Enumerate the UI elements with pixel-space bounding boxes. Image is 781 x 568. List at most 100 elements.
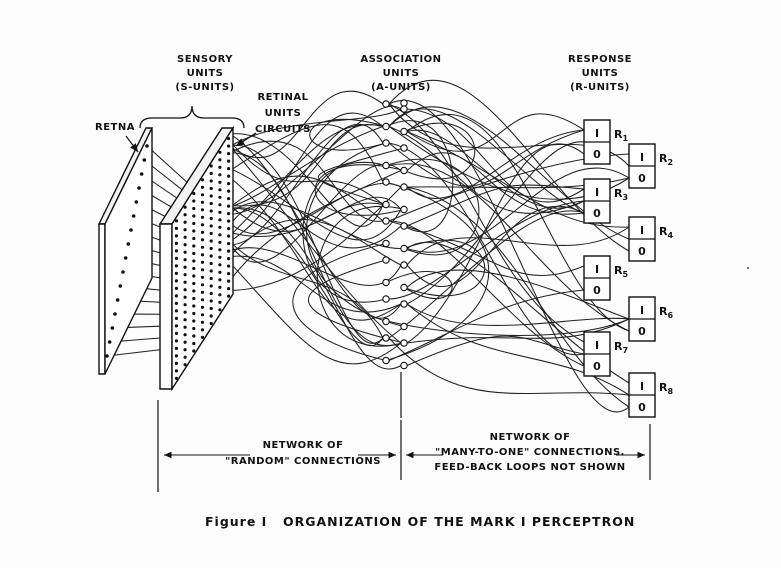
sensory-dot bbox=[209, 239, 213, 243]
sensory-dot bbox=[192, 311, 196, 316]
sensory-dot bbox=[200, 298, 205, 302]
sensory-dot bbox=[227, 264, 231, 268]
response-unit-label: R2 bbox=[659, 152, 673, 167]
response-label-line3: (R-UNITS) bbox=[570, 82, 630, 93]
sensory-dot bbox=[174, 249, 178, 253]
sensory-dot bbox=[183, 363, 187, 367]
sensory-dot bbox=[174, 301, 178, 305]
sensory-dot bbox=[209, 194, 213, 198]
association-node bbox=[382, 217, 390, 225]
retinal-circuits-arrow bbox=[235, 132, 257, 147]
many-to-one-wire bbox=[406, 318, 630, 344]
sensory-dot bbox=[192, 266, 196, 271]
sensory-dot bbox=[200, 185, 205, 189]
retina-dot bbox=[107, 340, 112, 344]
network-random-label: NETWORK OF "RANDOM" CONNECTIONS bbox=[225, 440, 380, 467]
association-node bbox=[382, 178, 390, 186]
sensory-dot bbox=[192, 274, 196, 278]
association-node bbox=[382, 100, 390, 108]
sensory-dot bbox=[174, 271, 178, 275]
sensory-dot bbox=[218, 180, 222, 184]
random-wire bbox=[229, 133, 384, 227]
retinal-label-line1: RETINAL bbox=[257, 92, 308, 103]
sensory-dot bbox=[192, 244, 196, 248]
association-units-label: ASSOCIATION UNITS (A-UNITS) bbox=[360, 54, 441, 93]
random-wire bbox=[229, 201, 402, 250]
random-wire bbox=[229, 255, 402, 313]
sensory-dot bbox=[227, 159, 231, 163]
sensory-dot bbox=[200, 223, 205, 227]
sensory-dot bbox=[218, 300, 222, 304]
sensory-dot bbox=[209, 261, 213, 266]
many-to-one-wire bbox=[406, 186, 630, 408]
sensory-dot bbox=[218, 263, 222, 267]
association-node bbox=[382, 356, 390, 365]
sensory-dot bbox=[209, 284, 213, 288]
sensory-brace bbox=[139, 105, 245, 129]
association-node bbox=[382, 256, 390, 264]
sensory-dot bbox=[183, 213, 187, 217]
arch-wire bbox=[403, 239, 486, 297]
sensory-dot bbox=[227, 257, 231, 261]
association-units-column bbox=[382, 99, 408, 418]
sensory-dot bbox=[174, 331, 178, 335]
arch-wire bbox=[403, 122, 476, 180]
sensory-label-line3: (S-UNITS) bbox=[175, 82, 234, 93]
many-to-one-wire bbox=[388, 318, 630, 336]
response-unit-label: R1 bbox=[614, 128, 628, 143]
sensory-dot bbox=[192, 326, 196, 331]
sensory-dot bbox=[174, 294, 178, 298]
many-to-one-wire bbox=[388, 220, 585, 367]
association-node bbox=[382, 161, 390, 170]
sensory-dot bbox=[209, 179, 213, 183]
sensory-dot bbox=[227, 249, 231, 253]
response-unit-label: R6 bbox=[659, 305, 673, 320]
sensory-dot bbox=[200, 178, 205, 182]
many-to-one-wire bbox=[388, 200, 585, 300]
sensory-dot bbox=[218, 248, 222, 252]
sensory-dot bbox=[174, 226, 178, 230]
sensory-dot bbox=[183, 325, 187, 329]
sensory-dot bbox=[174, 256, 178, 260]
sensory-dot bbox=[227, 279, 231, 283]
retina-dot bbox=[115, 298, 120, 302]
sensory-dot bbox=[183, 220, 187, 224]
retina-dot bbox=[145, 144, 149, 148]
sensory-dot bbox=[218, 188, 222, 192]
sensory-dot bbox=[192, 304, 196, 308]
random-wire bbox=[229, 140, 384, 205]
sensory-dot bbox=[209, 164, 213, 168]
retina-dot bbox=[134, 200, 139, 204]
association-node bbox=[382, 317, 390, 326]
sensory-dot bbox=[192, 191, 196, 196]
many-to-one-wire bbox=[388, 100, 630, 413]
sensory-dot bbox=[200, 245, 205, 249]
loop-wire bbox=[316, 206, 405, 347]
sensory-dot bbox=[227, 294, 231, 298]
sensory-dot bbox=[227, 197, 231, 201]
retina-plate bbox=[97, 127, 154, 375]
sensory-dot bbox=[192, 334, 196, 338]
sensory-dot bbox=[209, 201, 213, 206]
loop-wire bbox=[306, 142, 405, 328]
sensory-dot bbox=[209, 291, 213, 296]
association-nodes bbox=[382, 99, 408, 370]
sensory-dot bbox=[183, 303, 187, 307]
sensory-dot bbox=[183, 348, 187, 352]
response-label-line2: UNITS bbox=[582, 68, 619, 79]
sensory-dot bbox=[218, 158, 222, 162]
sensory-dot bbox=[192, 206, 196, 211]
association-node bbox=[400, 361, 408, 370]
sensory-dot bbox=[209, 254, 213, 258]
sensory-dot bbox=[209, 209, 213, 213]
sensory-dot bbox=[209, 224, 213, 228]
retina-dot bbox=[110, 326, 115, 330]
response-unit-on: I bbox=[595, 263, 599, 276]
sensory-dot bbox=[200, 275, 205, 279]
association-node bbox=[400, 144, 408, 152]
response-unit-label: R3 bbox=[614, 187, 628, 202]
sensory-dot bbox=[209, 321, 213, 326]
sensory-units-label: SENSORY UNITS (S-UNITS) bbox=[175, 54, 234, 93]
sensory-dot bbox=[183, 205, 187, 209]
